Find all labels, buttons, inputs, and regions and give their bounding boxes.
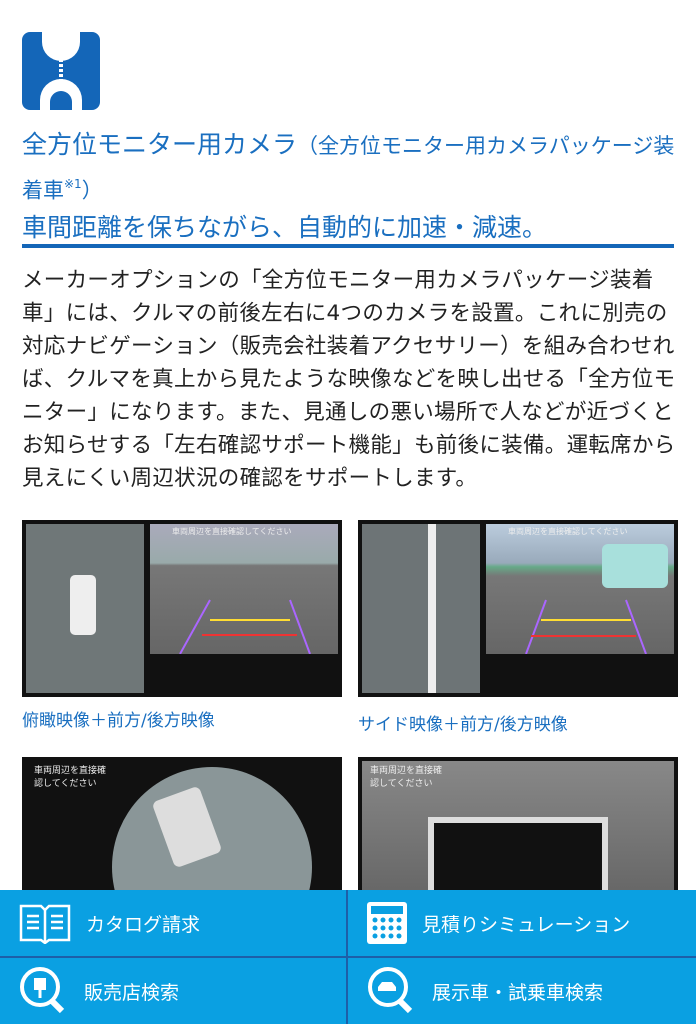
catalog-request-button[interactable]: カタログ請求 [0,890,346,956]
image-note: 車両周辺を直接確認してください [34,766,107,789]
image-caption: サイド映像＋前方/後方映像 [358,715,568,735]
image-note: 車両周辺を直接確認してください [370,766,443,789]
dealer-search-button[interactable]: 販売店検索 [0,958,346,1024]
button-label: 販売店検索 [84,981,180,1004]
book-icon [19,904,71,944]
title-main: 全方位モニター用カメラ [22,130,298,159]
footnote-mark: ※1 [64,177,82,191]
dealer-search-icon [20,967,65,1014]
car-search-icon [368,967,413,1014]
button-label: カタログ請求 [86,913,201,936]
estimate-simulation-button[interactable]: 見積りシミュレーション [348,890,696,956]
3d-view-image: 車両周辺を直接確認してください [22,757,342,897]
divider [22,244,674,248]
button-label: 見積りシミュレーション [422,913,631,936]
wide-view-image: 車両周辺を直接確認してください [358,757,678,897]
showroom-car-search-button[interactable]: 展示車・試乗車検索 [348,958,696,1024]
footer-nav: カタログ請求 見積りシミュレーション 販売店検索 展示車・試乗車検索 [0,890,696,1024]
description-text: メーカーオプションの「全方位モニター用カメラパッケージ装着車」には、クルマの前後… [22,268,676,491]
distance-control-icon [22,32,100,110]
image-caption: 俯瞰映像＋前方/後方映像 [22,711,215,731]
overhead-front-rear-image: 車両周辺を直接確認してください [22,520,342,697]
image-note: 車両周辺を直接確認してください [508,527,628,536]
side-front-rear-image: 車両周辺を直接確認してください [358,520,678,697]
image-note: 車両周辺を直接確認してください [172,527,292,536]
button-label: 展示車・試乗車検索 [432,981,604,1004]
title-sub-end: ） [81,178,103,203]
calculator-icon [367,902,407,944]
tagline: 車間距離を保ちながら、自動的に加速・減速。 [22,213,548,243]
section-title: 全方位モニター用カメラ（全方位モニター用カメラパッケージ装着車※1） 車間距離を… [22,126,682,247]
title-sub: （全方位モニター用カメラパッケージ装着車 [22,134,675,203]
